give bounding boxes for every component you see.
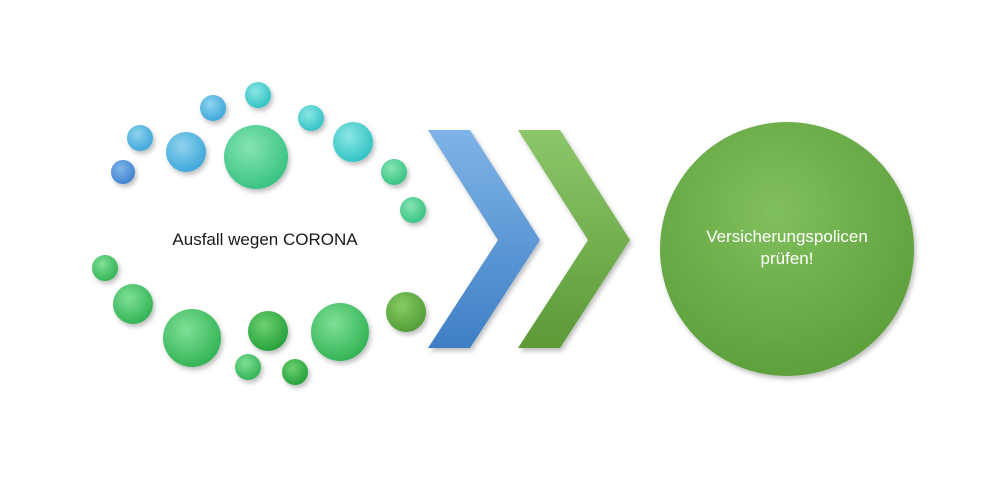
- bubble: [333, 122, 373, 162]
- bubble: [92, 255, 118, 281]
- target-label: Versicherungspolicen prüfen!: [662, 226, 912, 270]
- bubble: [200, 95, 226, 121]
- bubble: [113, 284, 153, 324]
- bubble: [381, 159, 407, 185]
- bubble: [298, 105, 324, 131]
- source-label: Ausfall wegen CORONA: [172, 230, 358, 249]
- bubble: [235, 354, 261, 380]
- bubble: [166, 132, 206, 172]
- bubble: [163, 309, 221, 367]
- target-label-line2: prüfen!: [760, 249, 814, 268]
- bubble: [400, 197, 426, 223]
- chevron-arrow-green: [518, 130, 630, 348]
- chevron-arrow-blue: [428, 130, 540, 348]
- bubble: [282, 359, 308, 385]
- bubble: [245, 82, 271, 108]
- bubble: [311, 303, 369, 361]
- bubble-ring: [92, 82, 426, 385]
- bubble: [224, 125, 288, 189]
- result-circle: [660, 122, 914, 376]
- bubble: [111, 160, 135, 184]
- bubble: [248, 311, 288, 351]
- target-label-line1: Versicherungspolicen: [706, 227, 868, 246]
- bubble: [127, 125, 153, 151]
- bubble: [386, 292, 426, 332]
